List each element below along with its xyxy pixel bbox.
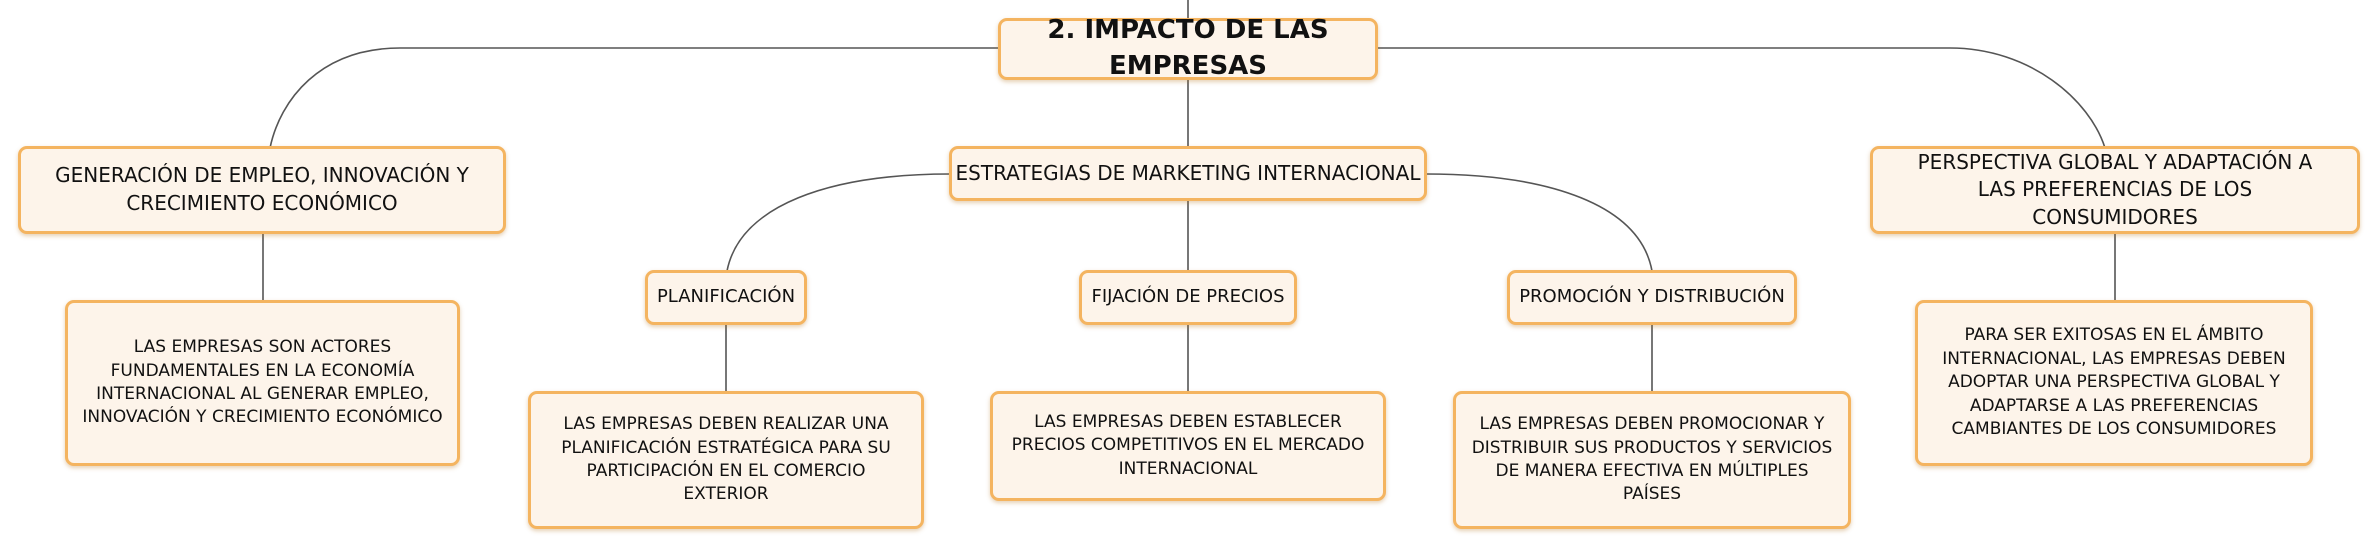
marketing-topic-node[interactable]: ESTRATEGIAS DE MARKETING INTERNACIONAL <box>949 146 1427 201</box>
promocion-topic-node[interactable]: PROMOCIÓN Y DISTRIBUCIÓN <box>1507 270 1797 325</box>
connector-root-empleo <box>269 47 1000 149</box>
planificacion-detail-node[interactable]: LAS EMPRESAS DEBEN REALIZAR UNA PLANIFIC… <box>528 391 924 529</box>
root-topic-node[interactable]: 2. IMPACTO DE LAS EMPRESAS <box>998 15 1378 81</box>
precios-topic-node[interactable]: FIJACIÓN DE PRECIOS <box>1079 270 1297 325</box>
empleo-topic-node[interactable]: GENERACIÓN DE EMPLEO, INNOVACIÓN Y CRECI… <box>18 146 506 234</box>
perspectiva-detail-node[interactable]: PARA SER EXITOSAS EN EL ÁMBITO INTERNACI… <box>1915 300 2313 466</box>
empleo-detail-node[interactable]: LAS EMPRESAS SON ACTORES FUNDAMENTALES E… <box>65 300 460 466</box>
promocion-detail-node[interactable]: LAS EMPRESAS DEBEN PROMOCIONAR Y DISTRIB… <box>1453 391 1851 529</box>
perspectiva-topic-node[interactable]: PERSPECTIVA GLOBAL Y ADAPTACIÓN A LAS PR… <box>1870 146 2360 234</box>
connector-marketing-promocion <box>1425 173 1653 272</box>
connector-marketing-planificacion <box>726 173 951 272</box>
connector-root-perspectiva <box>1376 47 2106 149</box>
precios-detail-node[interactable]: LAS EMPRESAS DEBEN ESTABLECER PRECIOS CO… <box>990 391 1386 501</box>
planificacion-topic-node[interactable]: PLANIFICACIÓN <box>645 270 807 325</box>
